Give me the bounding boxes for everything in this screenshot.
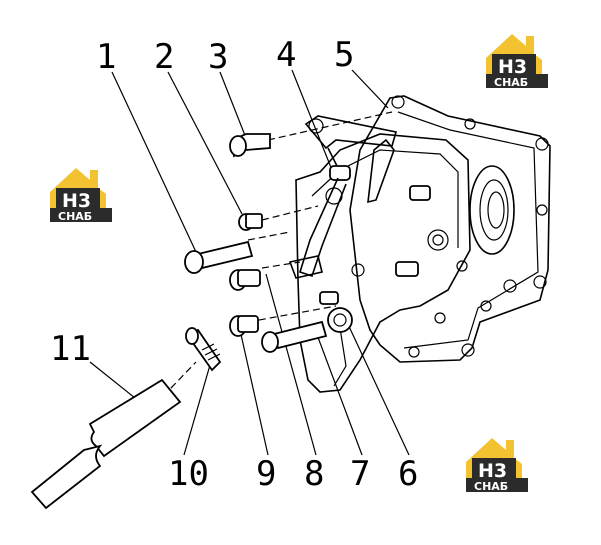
svg-text:CHAБ: CHAБ: [474, 480, 508, 493]
bolt-2: [238, 213, 263, 231]
bolt-3: [229, 133, 271, 158]
callout-11: 11: [50, 329, 91, 369]
callout-2: 2: [154, 37, 174, 77]
svg-text:H3: H3: [62, 190, 91, 212]
callout-1: 1: [96, 37, 116, 77]
svg-text:H3: H3: [478, 460, 507, 482]
svg-text:H3: H3: [498, 56, 527, 78]
svg-text:CHAБ: CHAБ: [58, 210, 92, 223]
leader-lines: [89, 69, 410, 456]
callout-5: 5: [334, 35, 354, 75]
bolt-1: [184, 240, 254, 274]
watermark-logo-left: H3 CHAБ: [50, 168, 112, 223]
callout-9: 9: [256, 454, 276, 494]
watermark-logo-bottom-right: H3 CHAБ: [466, 438, 528, 493]
gearbox-cover-housing: [295, 95, 551, 393]
bolt-8: [229, 269, 261, 291]
plug-6: [327, 307, 353, 333]
callout-4: 4: [276, 35, 296, 75]
callout-7: 7: [350, 454, 370, 494]
bolt-9: [229, 315, 259, 337]
callout-6: 6: [398, 454, 418, 494]
shift-lever-bracket: [288, 115, 398, 279]
sensor-10: [185, 327, 222, 372]
cable-11: [30, 378, 182, 510]
svg-text:CHAБ: CHAБ: [494, 76, 528, 89]
callout-8: 8: [304, 454, 324, 494]
callout-10: 10: [168, 454, 209, 494]
callout-3: 3: [208, 37, 228, 77]
watermark-logo-top-right: H3 CHAБ: [486, 34, 548, 89]
bolt-7: [261, 320, 328, 353]
